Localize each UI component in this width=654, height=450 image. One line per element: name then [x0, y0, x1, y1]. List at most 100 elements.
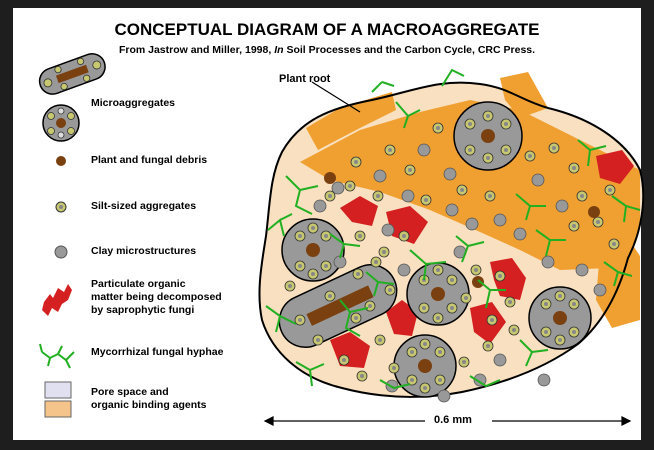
silt-aggregate-core [298, 318, 302, 322]
legend-icon-clay [55, 246, 67, 258]
silt-aggregate-core [388, 148, 392, 152]
silt-aggregate-core [438, 350, 442, 354]
legend-icon-elongated-microaggregate [36, 50, 109, 98]
silt-aggregate-core [376, 194, 380, 198]
silt-aggregate-core [324, 234, 328, 238]
legend-icon-binding [45, 401, 71, 417]
silt-aggregate-core [580, 194, 584, 198]
scale-bar [265, 417, 630, 425]
silt-aggregate-core [360, 374, 364, 378]
silt-aggregate-core [464, 296, 468, 300]
silt-aggregate-core [288, 284, 292, 288]
silt-aggregate-core [572, 166, 576, 170]
clay-microstructure [556, 200, 568, 212]
silt-aggregate-core [356, 272, 360, 276]
silt-aggregate-core [450, 306, 454, 310]
silt-aggregate-core [544, 330, 548, 334]
silt-aggregate-core [488, 194, 492, 198]
silt-aggregate-core [490, 318, 494, 322]
clay-microstructure [446, 204, 458, 216]
silt-aggregate-core [354, 316, 358, 320]
silt-aggregate-core [486, 114, 490, 118]
silt-aggregate-core [311, 226, 315, 230]
clay-microstructure [374, 170, 386, 182]
clay-microstructure [494, 214, 506, 226]
silt-aggregate-core [552, 146, 556, 150]
silt-aggregate-core [354, 160, 358, 164]
debris-particle [472, 276, 484, 288]
silt-aggregate-core [423, 342, 427, 346]
silt-aggregate-core [298, 264, 302, 268]
silt-aggregate-core [438, 378, 442, 382]
silt-aggregate-core [328, 194, 332, 198]
clay-microstructure [418, 144, 430, 156]
clay-microstructure [466, 218, 478, 230]
debris-particle [588, 206, 600, 218]
silt-aggregate-core [572, 302, 576, 306]
legend-icon-pom [42, 284, 72, 316]
silt-aggregate-core [468, 122, 472, 126]
silt-aggregate-core [298, 234, 302, 238]
clay-microstructure [382, 224, 394, 236]
silt-aggregate-core [558, 338, 562, 342]
silt-aggregate-core [424, 198, 428, 202]
legend-icon-microaggregate [43, 105, 79, 141]
clay-microstructure [542, 256, 554, 268]
silt-aggregate-core [342, 358, 346, 362]
clay-microstructure [438, 390, 450, 402]
silt-aggregate-core [462, 360, 466, 364]
silt-aggregate-core [504, 148, 508, 152]
silt-aggregate-core [436, 126, 440, 130]
legend-icon-pore [45, 382, 71, 398]
silt-aggregate-core [324, 264, 328, 268]
silt-aggregate-core [498, 274, 502, 278]
clay-microstructure [398, 264, 410, 276]
clay-microstructure [402, 190, 414, 202]
clay-microstructure [314, 200, 326, 212]
silt-aggregate-core [423, 386, 427, 390]
silt-aggregate-core [558, 294, 562, 298]
silt-aggregate-core [368, 304, 372, 308]
silt-aggregate-core [422, 306, 426, 310]
silt-aggregate-core [402, 234, 406, 238]
silt-aggregate-core [544, 302, 548, 306]
legend-icon-debris [56, 156, 66, 166]
clay-microstructure [538, 374, 550, 386]
silt-aggregate-core [382, 250, 386, 254]
silt-aggregate-core [468, 148, 472, 152]
clay-microstructure [332, 182, 344, 194]
silt-aggregate-core [486, 156, 490, 160]
silt-aggregate-core [311, 272, 315, 276]
silt-aggregate-core [436, 316, 440, 320]
clay-microstructure [576, 264, 588, 276]
silt-aggregate-core [348, 184, 352, 188]
plant-root-pointer [312, 82, 360, 112]
clay-microstructure [444, 168, 456, 180]
silt-aggregate-core [410, 350, 414, 354]
silt-aggregate-core [388, 288, 392, 292]
silt-aggregate-core [486, 344, 490, 348]
silt-aggregate-core [450, 278, 454, 282]
silt-aggregate-core [504, 122, 508, 126]
silt-aggregate-core [392, 366, 396, 370]
silt-aggregate-core [316, 338, 320, 342]
silt-aggregate-core [596, 220, 600, 224]
silt-aggregate-core [508, 300, 512, 304]
silt-aggregate-core [572, 224, 576, 228]
silt-aggregate-core [572, 330, 576, 334]
silt-aggregate-core [408, 168, 412, 172]
silt-aggregate-core [436, 268, 440, 272]
debris-particle [324, 172, 336, 184]
silt-aggregate-core [410, 378, 414, 382]
silt-aggregate-core [378, 338, 382, 342]
legend-icon-hyphae [40, 344, 74, 368]
silt-aggregate-core [474, 268, 478, 272]
clay-microstructure [514, 228, 526, 240]
silt-aggregate-core [460, 188, 464, 192]
legend-icon-silt [56, 202, 66, 212]
silt-aggregate-core [528, 154, 532, 158]
clay-microstructure [594, 284, 606, 296]
silt-aggregate-core [328, 294, 332, 298]
clay-microstructure [494, 354, 506, 366]
